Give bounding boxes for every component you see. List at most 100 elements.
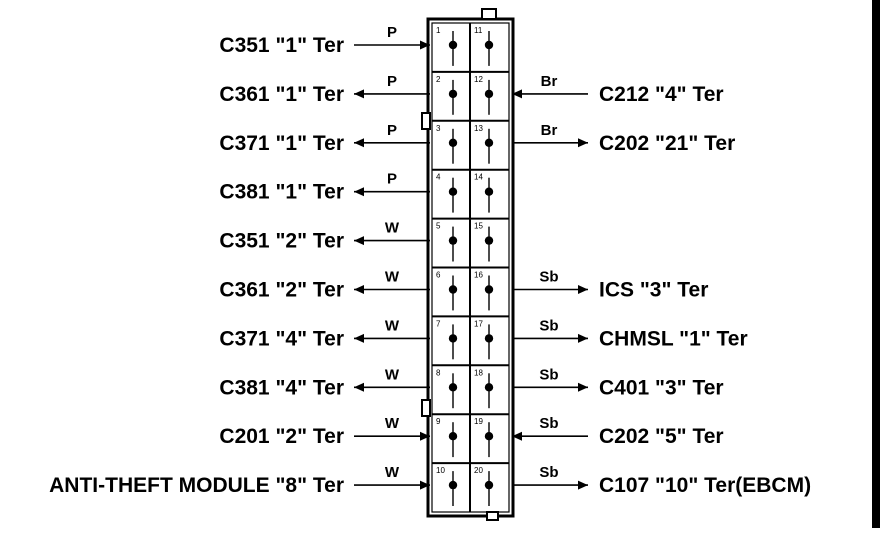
left-wire: P C361 "1" Ter bbox=[219, 73, 430, 106]
pin-number: 16 bbox=[474, 271, 483, 280]
circuit-label: ICS "3" Ter bbox=[599, 279, 708, 302]
left-wire: W ANTI-THEFT MODULE "8" Ter bbox=[49, 464, 430, 497]
circuit-label: C371 "1" Ter bbox=[219, 132, 344, 155]
terminal-dot bbox=[484, 480, 494, 490]
pin-number: 10 bbox=[436, 466, 445, 475]
wire-color-code: Sb bbox=[539, 366, 558, 383]
arrow-head bbox=[420, 431, 430, 441]
terminal-dot bbox=[484, 285, 494, 294]
wire-color-code: W bbox=[385, 366, 400, 383]
pin-number: 20 bbox=[474, 466, 483, 475]
arrow-head bbox=[354, 89, 364, 99]
page-edge-bar bbox=[872, 0, 880, 528]
pin-number: 5 bbox=[436, 222, 441, 231]
pin-number: 2 bbox=[436, 75, 441, 84]
circuit-label: C202 "5" Ter bbox=[599, 425, 724, 448]
wire-color-code: Br bbox=[541, 73, 558, 90]
wire-color-code: W bbox=[385, 269, 400, 286]
terminal-dot bbox=[484, 138, 494, 147]
pin-number: 11 bbox=[474, 26, 483, 35]
wire-color-code: P bbox=[387, 24, 397, 41]
pin-number: 3 bbox=[436, 124, 441, 133]
terminal-dot bbox=[448, 236, 458, 245]
arrow-head bbox=[578, 138, 588, 148]
terminal-dot bbox=[484, 432, 494, 441]
arrow-head bbox=[420, 40, 430, 50]
pin-number: 4 bbox=[436, 173, 441, 182]
terminal-dot bbox=[484, 236, 494, 245]
circuit-label: ANTI-THEFT MODULE "8" Ter bbox=[49, 474, 344, 497]
terminal-dot bbox=[448, 334, 458, 343]
circuit-label: C107 "10" Ter(EBCM) bbox=[599, 474, 811, 497]
arrow-head bbox=[512, 89, 522, 99]
pin-number: 19 bbox=[474, 417, 483, 426]
pin-number: 15 bbox=[474, 222, 483, 231]
pin-number: 6 bbox=[436, 271, 441, 280]
terminal-dot bbox=[484, 187, 494, 196]
pin-number: 17 bbox=[474, 319, 483, 328]
terminal-dot bbox=[484, 89, 494, 99]
arrow-head bbox=[420, 480, 430, 490]
pin-number: 12 bbox=[474, 75, 483, 84]
left-wire: P C351 "1" Ter bbox=[219, 24, 430, 57]
wire-color-code: W bbox=[385, 464, 400, 481]
terminal-dot bbox=[448, 480, 458, 490]
circuit-label: C371 "4" Ter bbox=[219, 327, 344, 350]
wire-color-code: Sb bbox=[539, 269, 558, 286]
terminal-dot bbox=[448, 89, 458, 99]
arrow-head bbox=[354, 138, 364, 148]
connector-body bbox=[421, 8, 515, 521]
left-wire: P C371 "1" Ter bbox=[219, 122, 430, 155]
arrow-head bbox=[578, 285, 588, 294]
arrow-head bbox=[578, 333, 588, 343]
arrow-head bbox=[354, 236, 364, 246]
left-wire: W C201 "2" Ter bbox=[219, 415, 430, 448]
arrow-head bbox=[354, 187, 364, 197]
arrow-head bbox=[512, 431, 522, 441]
pin-number: 14 bbox=[474, 173, 483, 182]
arrow-head bbox=[354, 285, 364, 294]
circuit-label: C381 "4" Ter bbox=[219, 376, 344, 399]
left-wire: W C361 "2" Ter bbox=[219, 269, 430, 302]
pin-number: 8 bbox=[436, 368, 441, 377]
wire-color-code: Sb bbox=[539, 464, 558, 481]
pin-number: 9 bbox=[436, 417, 441, 426]
wire-color-code: Sb bbox=[539, 317, 558, 334]
wire-color-code: Sb bbox=[539, 415, 558, 432]
pin-number: 7 bbox=[436, 319, 441, 328]
terminal-dot bbox=[484, 334, 494, 343]
wire-color-code: P bbox=[387, 73, 397, 90]
arrow-head bbox=[354, 382, 364, 392]
arrow-head bbox=[578, 480, 588, 490]
arrow-head bbox=[578, 382, 588, 392]
pin-number: 1 bbox=[436, 26, 441, 35]
wire-color-code: Br bbox=[541, 122, 558, 139]
circuit-label: C361 "1" Ter bbox=[219, 83, 344, 106]
circuit-label: C351 "1" Ter bbox=[219, 34, 344, 57]
circuit-label: CHMSL "1" Ter bbox=[599, 327, 748, 350]
terminal-dot bbox=[448, 40, 458, 50]
circuit-label: C361 "2" Ter bbox=[219, 279, 344, 302]
arrow-head bbox=[354, 333, 364, 343]
terminal-dot bbox=[448, 138, 458, 147]
circuit-label: C201 "2" Ter bbox=[219, 425, 344, 448]
circuit-label: C401 "3" Ter bbox=[599, 376, 724, 399]
wire-color-code: P bbox=[387, 122, 397, 139]
left-wire: W C381 "4" Ter bbox=[219, 366, 430, 399]
wire-color-code: W bbox=[385, 415, 400, 432]
terminal-dot bbox=[448, 187, 458, 196]
circuit-label: C381 "1" Ter bbox=[219, 181, 344, 204]
wire-color-code: W bbox=[385, 220, 400, 237]
